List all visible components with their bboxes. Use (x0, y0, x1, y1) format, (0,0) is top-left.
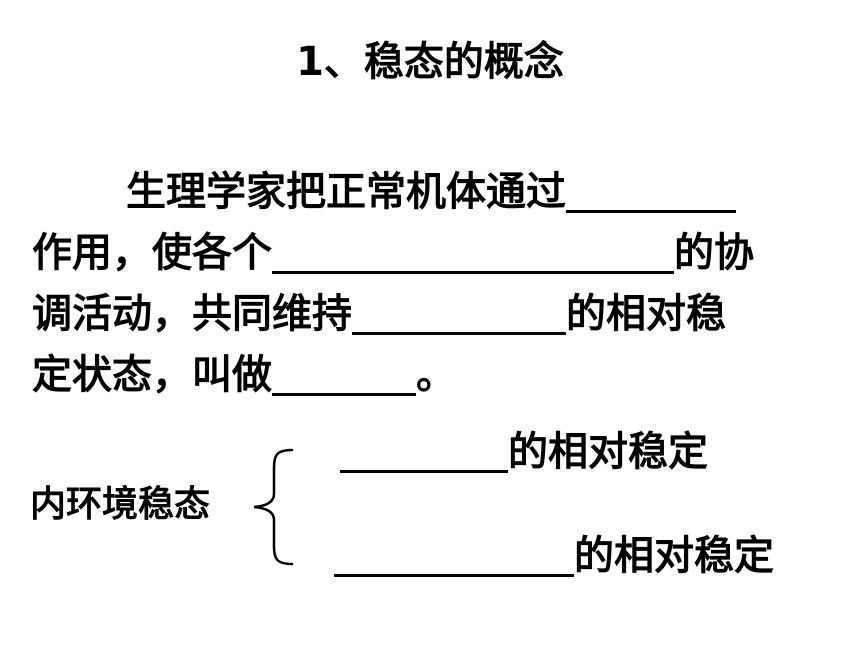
paragraph-text: 的协 (674, 230, 754, 276)
paragraph-text: 生理学家把正常机体通过 (126, 169, 566, 215)
slide-title: 1、稳态的概念 (296, 39, 564, 85)
paragraph-line-3: 调活动，共同维持 的相对稳 (32, 284, 832, 345)
paragraph-line-2: 作用，使各个 的协 (32, 223, 832, 284)
fill-blank-5 (340, 426, 508, 473)
fill-blank-4 (272, 349, 416, 396)
item-suffix: 的相对稳定 (508, 429, 708, 475)
paragraph-text: 定状态，叫做 (32, 352, 272, 398)
paragraph-line-4: 定状态，叫做 。 (32, 345, 832, 406)
curly-brace-icon (253, 448, 294, 566)
fill-blank-2 (272, 227, 674, 274)
fill-blank-1 (566, 166, 736, 213)
paragraph-text: 的相对稳 (566, 291, 726, 337)
paragraph-text: 调活动，共同维持 (32, 291, 352, 337)
fill-blank-6 (334, 530, 574, 577)
definition-paragraph: 生理学家把正常机体通过 作用，使各个 的协 调活动，共同维持 的相对稳 定状态，叫做… (32, 162, 832, 406)
homeostasis-label: 内环境稳态 (30, 484, 211, 525)
paragraph-line-1: 生理学家把正常机体通过 (32, 162, 832, 223)
fill-blank-3 (352, 288, 566, 335)
item-suffix: 的相对稳定 (574, 533, 774, 579)
homeostasis-item-1: 的相对稳定 (340, 424, 708, 480)
paragraph-text: 。 (416, 352, 456, 398)
paragraph-text: 作用，使各个 (32, 230, 272, 276)
homeostasis-item-2: 的相对稳定 (334, 528, 774, 584)
